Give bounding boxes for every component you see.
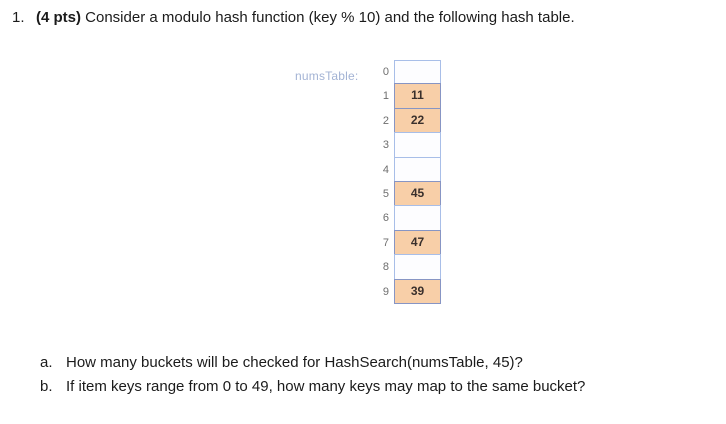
bucket-row: 0 (367, 60, 441, 85)
bucket-index: 3 (382, 139, 389, 152)
bucket-cell-filled: 39 (394, 278, 441, 304)
bucket-index: 6 (382, 212, 389, 225)
bucket-index: 2 (382, 114, 389, 127)
bucket-index: 8 (382, 261, 389, 274)
bucket-row: 9 39 (367, 278, 441, 304)
subquestion-text: How many buckets will be checked for Has… (66, 354, 523, 371)
bucket-row: 4 (367, 156, 441, 182)
bucket-index: 5 (382, 187, 389, 200)
subquestion-row: b. If item keys range from 0 to 49, how m… (0, 376, 726, 397)
bucket-index: 9 (382, 285, 389, 298)
question-row: 1. (4 pts) Consider a modulo hash functi… (0, 8, 726, 28)
bucket-row: 5 45 (367, 180, 441, 207)
bucket-cell-empty (394, 205, 441, 231)
question-block: 1. (4 pts) Consider a modulo hash functi… (0, 8, 726, 28)
bucket-row: 8 (367, 254, 441, 280)
bucket-index: 7 (382, 236, 389, 249)
bucket-row: 7 47 (367, 229, 441, 256)
question-number: 1. (12, 9, 25, 26)
bucket-cell-empty (394, 156, 441, 182)
bucket-cell-filled: 45 (394, 180, 441, 207)
question-body: Consider a modulo hash function (key % 1… (81, 9, 575, 26)
bucket-cell-empty (394, 254, 441, 280)
bucket-index: 0 (382, 66, 389, 78)
bucket-cell-filled: 11 (394, 83, 441, 109)
bucket-cell-filled: 22 (394, 107, 441, 134)
bucket-row: 6 (367, 205, 441, 231)
bucket-cell-filled: 47 (394, 229, 441, 256)
subquestion-letter: a. (40, 354, 53, 371)
bucket-index: 1 (382, 90, 389, 103)
bucket-row: 3 (367, 132, 441, 158)
bucket-cell-empty (394, 60, 441, 85)
bucket-index: 4 (382, 163, 389, 176)
hash-table-label: numsTable: (295, 69, 359, 83)
subquestions-list: a. How many buckets will be checked for H… (0, 352, 726, 400)
question-points-label: (4 pts) (36, 9, 81, 26)
question-text: (4 pts) Consider a modulo hash function … (36, 8, 726, 28)
subquestion-letter: b. (40, 378, 53, 395)
subquestion-row: a. How many buckets will be checked for H… (0, 352, 726, 373)
subquestion-text: If item keys range from 0 to 49, how man… (66, 378, 586, 395)
bucket-cell-empty (394, 132, 441, 158)
